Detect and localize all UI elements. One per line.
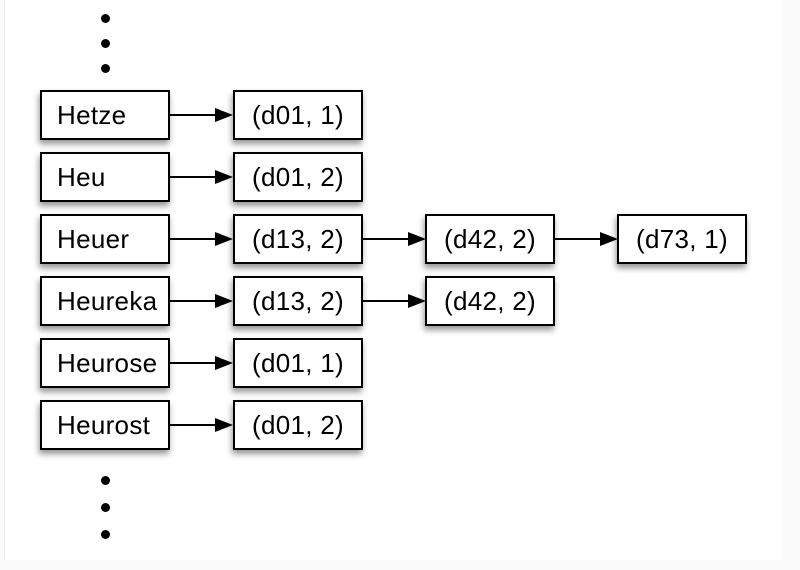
arrow-head-icon	[215, 232, 233, 246]
term-box: Heu	[40, 152, 170, 202]
arrow-head-icon	[215, 170, 233, 184]
term-label: Heuer	[57, 223, 130, 254]
ellipsis-bottom-dot	[100, 529, 110, 539]
arrow-head-icon	[408, 232, 426, 246]
ellipsis-top-dot	[100, 63, 110, 73]
arrow-head-icon	[600, 232, 618, 246]
posting-box: (d01, 1)	[233, 338, 363, 388]
arrow-head-icon	[408, 294, 426, 308]
arrow-head-icon	[215, 294, 233, 308]
posting-label: (d01, 2)	[251, 409, 344, 440]
arrow	[170, 170, 233, 184]
term-box: Heurost	[40, 400, 170, 450]
term-label: Heurose	[57, 347, 158, 378]
arrow-head-icon	[215, 108, 233, 122]
term-label: Heureka	[57, 285, 158, 316]
posting-box: (d42, 2)	[425, 276, 555, 326]
term-label: Hetze	[57, 99, 127, 130]
arrow	[170, 418, 233, 432]
term-box: Heuer	[40, 214, 170, 264]
ellipsis-top-dot	[100, 13, 110, 23]
posting-label: (d42, 2)	[443, 285, 536, 316]
term-box: Heureka	[40, 276, 170, 326]
arrow	[363, 294, 426, 308]
term-label: Heurost	[57, 409, 151, 440]
ellipsis-bottom-dot	[100, 502, 110, 512]
term-box: Heurose	[40, 338, 170, 388]
arrow-shaft	[170, 175, 216, 179]
posting-label: (d73, 1)	[635, 223, 728, 254]
posting-label: (d13, 2)	[251, 285, 344, 316]
arrow	[170, 232, 233, 246]
posting-label: (d13, 2)	[251, 223, 344, 254]
arrow	[363, 232, 426, 246]
arrow	[170, 108, 233, 122]
posting-label: (d42, 2)	[443, 223, 536, 254]
arrow-shaft	[170, 237, 216, 241]
posting-box: (d13, 2)	[233, 276, 363, 326]
arrow-shaft	[170, 423, 216, 427]
term-box: Hetze	[40, 90, 170, 140]
posting-label: (d01, 1)	[251, 99, 344, 130]
arrow	[555, 232, 618, 246]
term-label: Heu	[57, 161, 106, 192]
arrow-shaft	[170, 113, 216, 117]
posting-box: (d01, 2)	[233, 152, 363, 202]
arrow	[170, 294, 233, 308]
posting-label: (d01, 2)	[251, 161, 344, 192]
posting-box: (d73, 1)	[617, 214, 747, 264]
posting-box: (d01, 2)	[233, 400, 363, 450]
posting-box: (d01, 1)	[233, 90, 363, 140]
arrow-shaft	[363, 299, 409, 303]
ellipsis-top-dot	[100, 38, 110, 48]
arrow-shaft	[170, 299, 216, 303]
arrow-shaft	[555, 237, 601, 241]
posting-box: (d13, 2)	[233, 214, 363, 264]
arrow-head-icon	[215, 418, 233, 432]
arrow-shaft	[170, 361, 216, 365]
posting-box: (d42, 2)	[425, 214, 555, 264]
posting-label: (d01, 1)	[251, 347, 344, 378]
ellipsis-bottom-dot	[100, 475, 110, 485]
arrow-shaft	[363, 237, 409, 241]
arrow-head-icon	[215, 356, 233, 370]
arrow	[170, 356, 233, 370]
